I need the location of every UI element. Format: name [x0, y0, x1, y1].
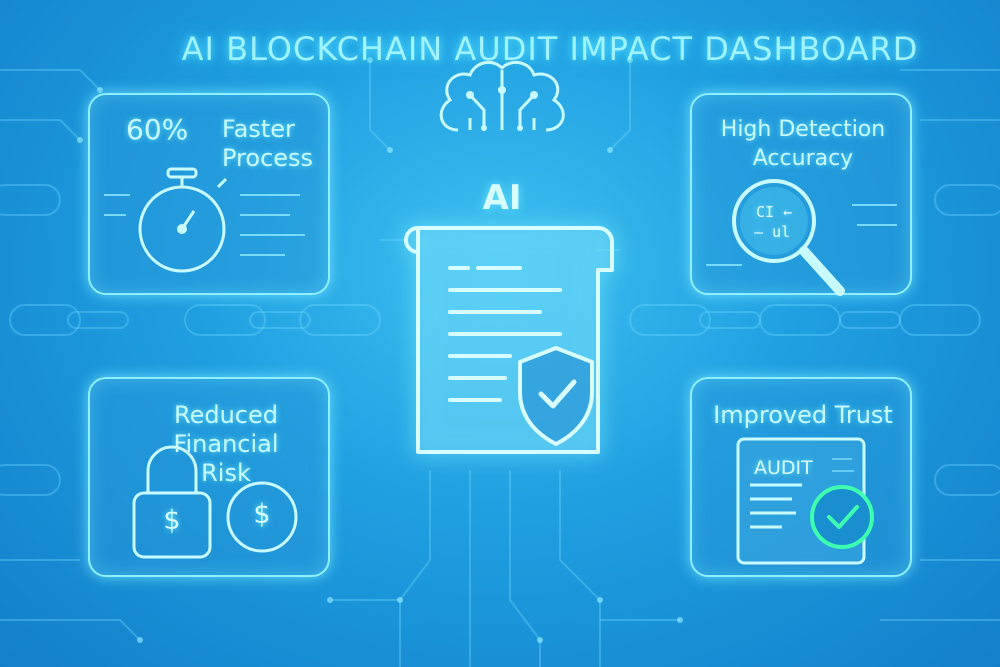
ai-brain-icon — [439, 60, 565, 132]
risk-label: Reduced Financial Risk — [173, 401, 279, 487]
faster-label: Faster Process — [222, 115, 314, 172]
magnifier-code-icon — [706, 179, 897, 296]
coin-dollar-symbol: $ — [253, 499, 271, 530]
improved-trust-card[interactable]: Improved Trust AUDIT — [690, 377, 912, 577]
detection-label: High Detection Accuracy — [720, 117, 886, 171]
faster-stat: 60% — [126, 113, 189, 146]
code-line-1: CI ← — [756, 203, 793, 221]
stopwatch-icon — [104, 167, 305, 273]
faster-process-card[interactable]: 60% Faster Process — [88, 93, 330, 295]
detection-accuracy-card[interactable]: High Detection Accuracy CI ← — ul — [690, 93, 912, 296]
financial-risk-card[interactable]: Reduced Financial Risk $ $ — [88, 377, 330, 577]
document-shield-check-icon[interactable] — [0, 0, 614, 454]
page-title: AI BLOCKCHAIN AUDIT IMPACT DASHBOARD — [181, 30, 919, 68]
audit-doc-label: AUDIT — [754, 457, 813, 479]
audit-document-check-icon — [736, 437, 874, 565]
lock-dollar-symbol: $ — [163, 505, 181, 536]
ai-label: AI — [482, 178, 522, 218]
trust-label: Improved Trust — [713, 401, 893, 429]
code-line-2: — ul — [754, 223, 791, 241]
lock-dollar-icon — [132, 445, 298, 559]
